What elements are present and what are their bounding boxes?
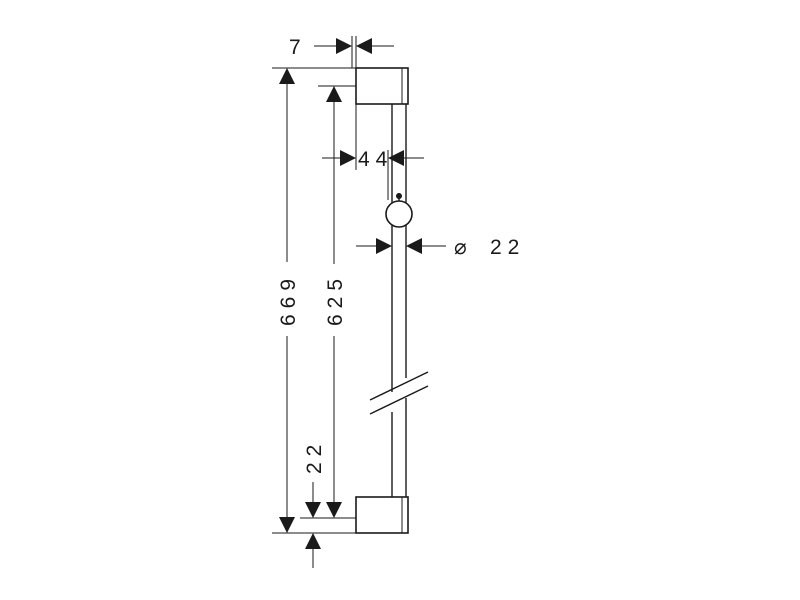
- knob-tip: [396, 193, 402, 199]
- arrow-7-right: [356, 38, 372, 54]
- label-22-offset: 22: [303, 439, 326, 474]
- slider-knob: [385, 193, 413, 228]
- dimension-total-height: 669: [272, 67, 356, 534]
- dimension-wall-distance: 44: [322, 104, 424, 200]
- arrow-7-left: [336, 38, 352, 54]
- label-44: 44: [358, 148, 393, 171]
- label-7: 7: [289, 36, 307, 59]
- arrow-44-left: [340, 150, 356, 166]
- top-wall-bracket: [355, 67, 409, 105]
- dimension-bracket-width: 7: [289, 36, 394, 104]
- bottom-wall-bracket: [355, 496, 409, 534]
- bottom-bracket-body: [355, 496, 409, 534]
- arrow-669-bottom: [279, 517, 295, 533]
- arrow-669-top: [279, 68, 295, 84]
- diameter-symbol: ⌀: [454, 235, 467, 259]
- dimension-bottom-offset: 22: [303, 439, 326, 568]
- top-bracket-body: [355, 67, 409, 105]
- arrow-625-top: [326, 86, 342, 102]
- arrow-dia-left: [376, 238, 392, 254]
- label-625: 625: [324, 273, 347, 326]
- knob-circle: [385, 200, 413, 228]
- break-line-upper: [369, 371, 429, 401]
- arrow-44-right: [388, 150, 404, 166]
- dimension-rail-length: 625: [300, 85, 356, 519]
- label-669: 669: [277, 273, 300, 326]
- shower-rail: [369, 104, 429, 497]
- arrow-22-top: [305, 502, 321, 518]
- break-line-lower: [369, 385, 429, 415]
- arrow-625-bottom: [326, 502, 342, 518]
- label-diameter: 22: [490, 236, 525, 259]
- arrow-22-bottom: [305, 533, 321, 549]
- dimension-rail-diameter: ⌀ 22: [356, 235, 525, 259]
- arrow-dia-right: [406, 238, 422, 254]
